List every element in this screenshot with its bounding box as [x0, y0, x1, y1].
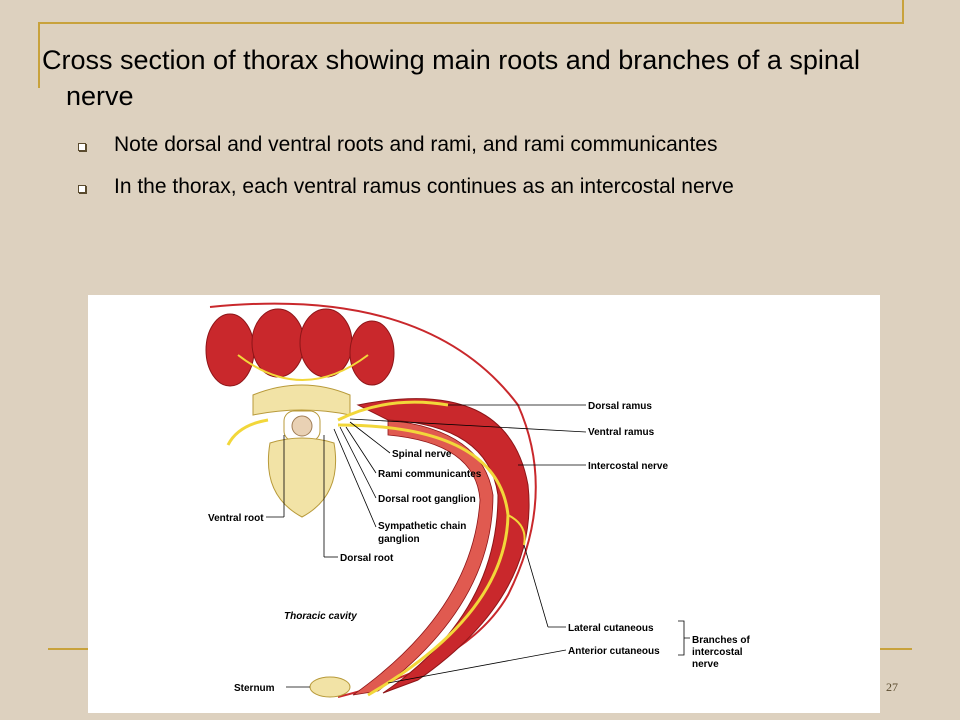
nerve-left — [226, 418, 269, 446]
right-rule — [902, 0, 904, 24]
vertebral-arch — [252, 384, 351, 416]
leader-lines — [266, 404, 690, 688]
label-ganglion: ganglion — [378, 534, 420, 545]
label-ventral-root: Ventral root — [208, 513, 264, 524]
label-branches-line1: Branches of — [692, 635, 750, 646]
label-sympathetic-chain: Sympathetic chain — [378, 521, 466, 532]
label-anterior-cutaneous: Anterior cutaneous — [568, 646, 660, 657]
dorsal-ramus-nerve — [337, 400, 449, 422]
sternum-bone — [309, 676, 351, 698]
back-nerve-branches — [237, 354, 369, 381]
square-bullet-icon — [78, 185, 86, 193]
label-branches-line3: nerve — [692, 659, 719, 670]
back-muscle — [299, 308, 353, 378]
label-intercostal-nerve: Intercostal nerve — [588, 461, 668, 472]
label-dorsal-root: Dorsal root — [340, 553, 394, 564]
label-branches-line2: intercostal — [692, 647, 743, 658]
label-dorsal-root-ganglion: Dorsal root ganglion — [378, 494, 476, 505]
label-rami-communicantes: Rami communicantes — [378, 469, 482, 480]
bullet-text: In the thorax, each ventral ramus contin… — [114, 175, 734, 198]
slide-title: Cross section of thorax showing main roo… — [42, 45, 860, 111]
label-ventral-ramus: Ventral ramus — [588, 427, 655, 438]
left-rule — [38, 22, 40, 88]
bullet-text: Note dorsal and ventral roots and rami, … — [114, 133, 718, 156]
slide-number: 27 — [886, 680, 898, 694]
label-sternum: Sternum — [234, 683, 275, 694]
back-muscle — [205, 313, 255, 387]
body-wall-muscle — [356, 398, 530, 694]
bullet-item: In the thorax, each ventral ramus contin… — [78, 172, 908, 202]
back-muscle — [251, 308, 305, 378]
vertebral-body — [267, 437, 337, 518]
thorax-cross-section-figure: Dorsal ramus Ventral ramus Spinal nerve … — [88, 295, 880, 713]
label-spinal-nerve: Spinal nerve — [392, 449, 452, 460]
lateral-branch — [507, 514, 526, 546]
anatomy-illustration: Dorsal ramus Ventral ramus Spinal nerve … — [205, 302, 750, 698]
label-dorsal-ramus: Dorsal ramus — [588, 401, 652, 412]
bullet-list: Note dorsal and ventral roots and rami, … — [78, 130, 908, 214]
spinal-cord — [291, 415, 313, 437]
inner-muscle-layer — [352, 419, 494, 696]
bullet-item: Note dorsal and ventral roots and rami, … — [78, 130, 908, 160]
back-muscle — [349, 320, 395, 386]
label-thoracic-cavity: Thoracic cavity — [284, 611, 357, 622]
label-lateral-cutaneous: Lateral cutaneous — [568, 623, 654, 634]
top-rule — [38, 22, 904, 24]
square-bullet-icon — [78, 143, 86, 151]
